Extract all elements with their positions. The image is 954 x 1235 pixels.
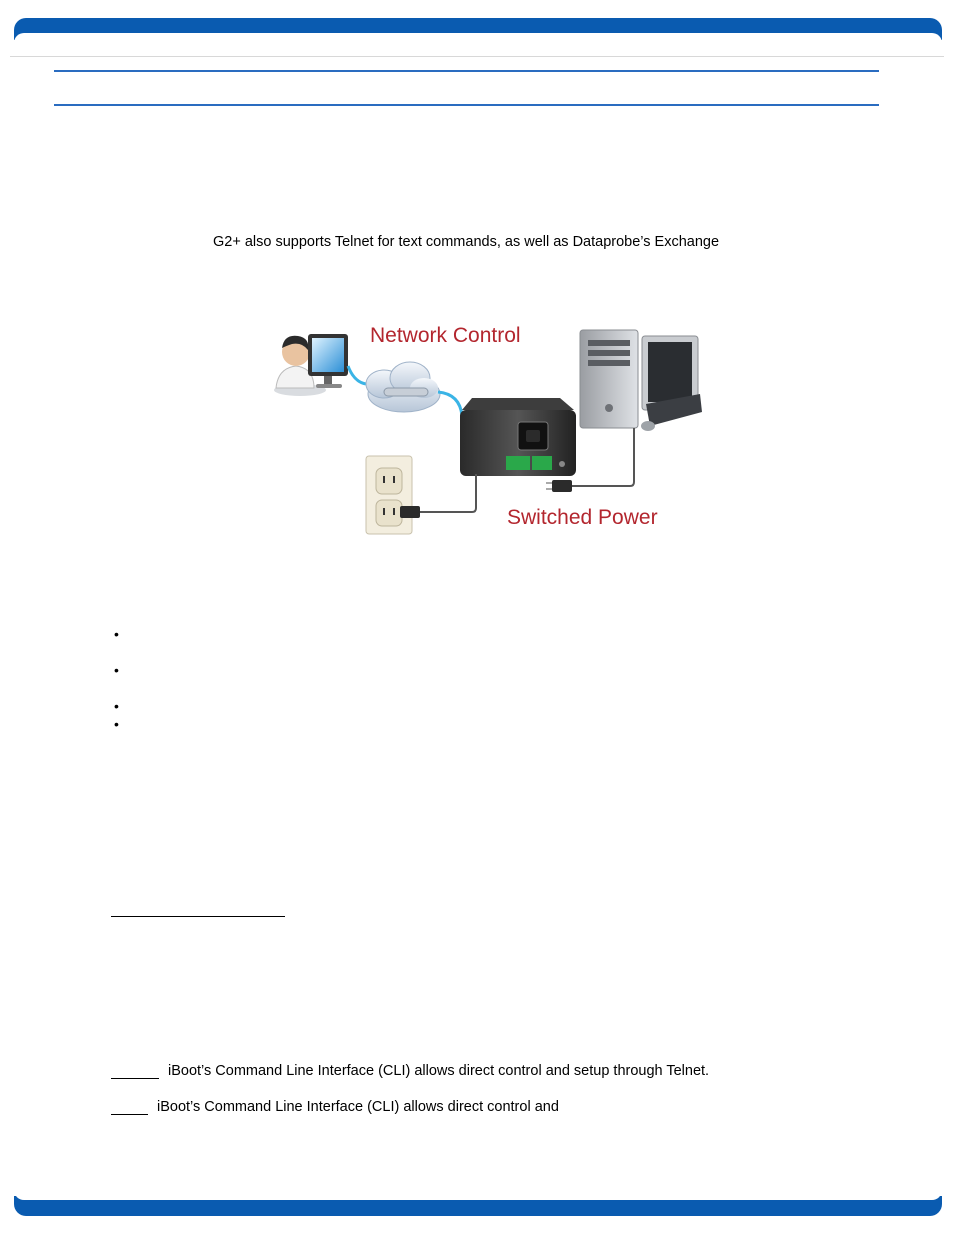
iboot-device-icon [460,398,576,476]
header-bar-inner [14,33,942,43]
network-diagram: Network Control Switched Power [262,322,704,538]
bullet-icon: • [114,698,119,714]
bullet-icon: • [114,716,119,732]
bullet-icon: • [114,662,119,678]
list-item: • [114,663,119,677]
network-control-label: Network Control [370,324,521,348]
computer-icon [580,330,702,431]
list-item: • [114,627,119,641]
blank-underline [111,1078,159,1079]
title-rule-top [54,70,879,72]
wall-outlet-icon [366,456,420,534]
telnet-sentence: G2+ also supports Telnet for text comman… [213,233,719,251]
user-icon [274,334,348,396]
list-item: • [114,717,119,731]
cli-line-direct: iBoot’s Command Line Interface (CLI) all… [157,1098,559,1116]
bullet-icon: • [114,626,119,642]
switched-power-label: Switched Power [507,506,658,530]
header-divider [10,56,944,57]
title-rule-bottom [54,104,879,106]
list-item: • [114,699,119,713]
section-underline [111,916,285,917]
blank-underline [111,1114,148,1115]
footer-bar-inner [14,1190,942,1200]
cloud-icon [366,362,440,412]
cli-line-telnet: iBoot’s Command Line Interface (CLI) all… [168,1062,709,1080]
power-plug-icon [546,480,572,492]
